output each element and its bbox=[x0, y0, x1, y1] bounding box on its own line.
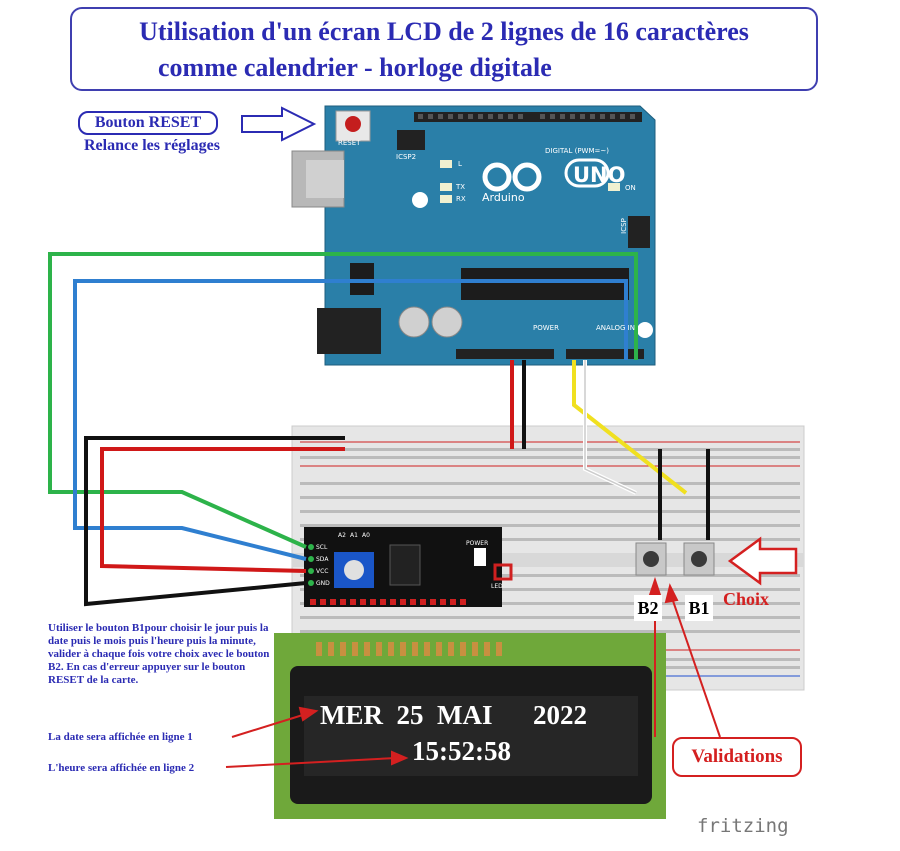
instructions-text: Utiliser le bouton B1pour choisir le jou… bbox=[48, 622, 270, 686]
wires bbox=[48, 252, 710, 607]
arduino-logo bbox=[482, 162, 542, 192]
i2c-addr-a2: A2 bbox=[338, 532, 346, 539]
analog-header-label: ANALOG IN bbox=[596, 324, 635, 332]
i2c-module bbox=[304, 527, 513, 607]
rx-label: RX bbox=[456, 195, 466, 203]
choix-label: Choix bbox=[723, 589, 770, 609]
i2c-pin-sda: SDA bbox=[316, 556, 329, 563]
icsp2-label: ICSP2 bbox=[396, 153, 417, 161]
on-label: ON bbox=[625, 184, 636, 192]
line1-note: La date sera affichée en ligne 1 bbox=[48, 731, 193, 743]
i2c-addr-a0: A0 bbox=[362, 532, 370, 539]
i2c-pin-vcc: VCC bbox=[316, 568, 329, 575]
b1-label: B1 bbox=[685, 595, 713, 621]
choix-arrow bbox=[727, 536, 798, 586]
arduino-board bbox=[291, 105, 656, 366]
lcd-line-arrows bbox=[225, 706, 409, 768]
board-brand-label: Arduino bbox=[482, 191, 525, 204]
icsp-label: ICSP bbox=[619, 218, 628, 234]
microcontroller-chip bbox=[461, 268, 629, 300]
b2-label: B2 bbox=[634, 595, 662, 621]
l-label: L bbox=[458, 160, 462, 168]
reset-note-label: Bouton RESET bbox=[78, 111, 218, 135]
lcd-line-1: MER 25 MAI 2022 bbox=[320, 700, 587, 730]
i2c-pin-gnd: GND bbox=[316, 580, 330, 587]
i2c-pin-scl: SCL bbox=[316, 544, 328, 551]
i2c-addr-a1: A1 bbox=[350, 532, 358, 539]
push-button-b1 bbox=[683, 542, 715, 576]
reset-arrow bbox=[241, 106, 317, 142]
validations-label: Validations bbox=[672, 737, 802, 777]
digital-label: DIGITAL (PWM=~) bbox=[545, 147, 609, 155]
fritzing-logo: fritzing bbox=[697, 815, 789, 837]
push-button-b2 bbox=[635, 542, 667, 576]
power-jack bbox=[317, 308, 381, 354]
line2-note: L'heure sera affichée en ligne 2 bbox=[48, 762, 195, 774]
i2c-led-label: LED bbox=[491, 583, 503, 590]
lcd-line-2: 15:52:58 bbox=[412, 736, 511, 766]
title-line-2: comme calendrier - horloge digitale bbox=[158, 53, 552, 82]
title-line-1: Utilisation d'un écran LCD de 2 lignes d… bbox=[139, 17, 749, 46]
board-model-label: UNO bbox=[573, 163, 626, 187]
i2c-power-label: POWER bbox=[466, 540, 489, 547]
title-box: Utilisation d'un écran LCD de 2 lignes d… bbox=[70, 7, 818, 91]
lcd-display bbox=[274, 633, 666, 819]
power-header-label: POWER bbox=[533, 324, 559, 332]
board-reset-label: RESET bbox=[338, 139, 361, 147]
reset-note-sublabel: Relance les réglages bbox=[84, 137, 220, 154]
tx-label: TX bbox=[456, 183, 466, 191]
